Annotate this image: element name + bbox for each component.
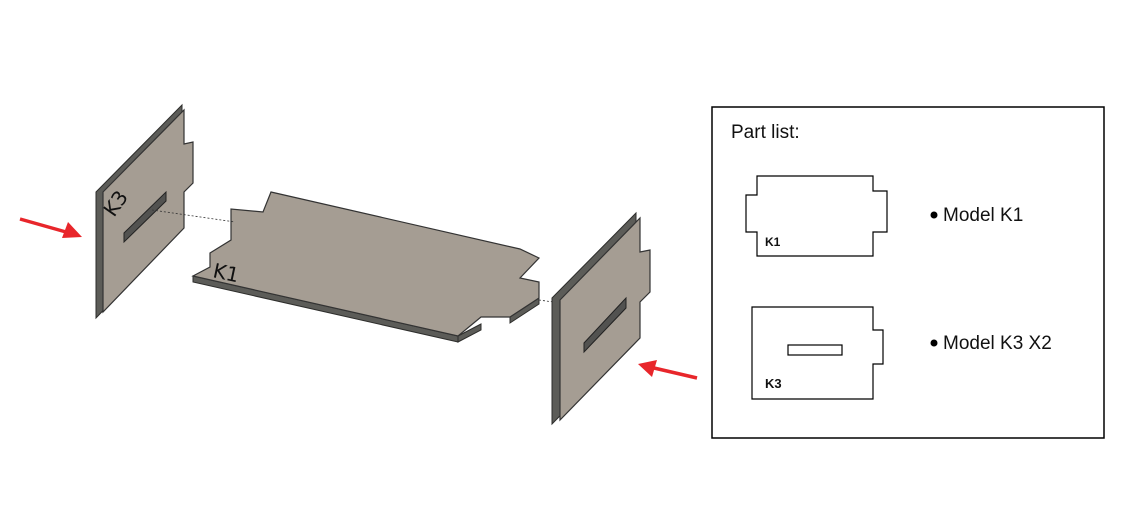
right-k3-plate-face [559,216,651,422]
k3-icon-slot [787,344,843,356]
part-list-panel: Part list: K1 K3 Model K1 Model K3 X2 [711,106,1105,439]
arrow-left [19,217,82,238]
left-k3-slot [123,190,167,244]
k3-part-icon: K3 [751,306,884,400]
bullet-dot-k1 [930,211,938,219]
left-k3-plate: K3 [95,103,194,320]
alignment-line-left [151,209,236,223]
part-list-title: Part list: [731,122,800,143]
k3-icon-label: K3 [765,376,782,391]
base-k1-plate-face [191,191,541,337]
base-k1-plate: K1 [191,191,541,343]
bullet-dot-k3 [930,339,938,347]
base-k1-plate-edge-right [457,323,482,343]
part-item-k1-text: Model K1 [943,205,1023,226]
base-k1-label: K1 [211,258,241,287]
right-k3-plate [551,211,651,426]
arrow-right [638,360,698,380]
right-k3-slot [583,296,627,354]
k1-part-icon: K1 [745,175,888,257]
part-item-k3-text: Model K3 X2 [943,333,1052,354]
k1-icon-label: K1 [765,235,781,249]
